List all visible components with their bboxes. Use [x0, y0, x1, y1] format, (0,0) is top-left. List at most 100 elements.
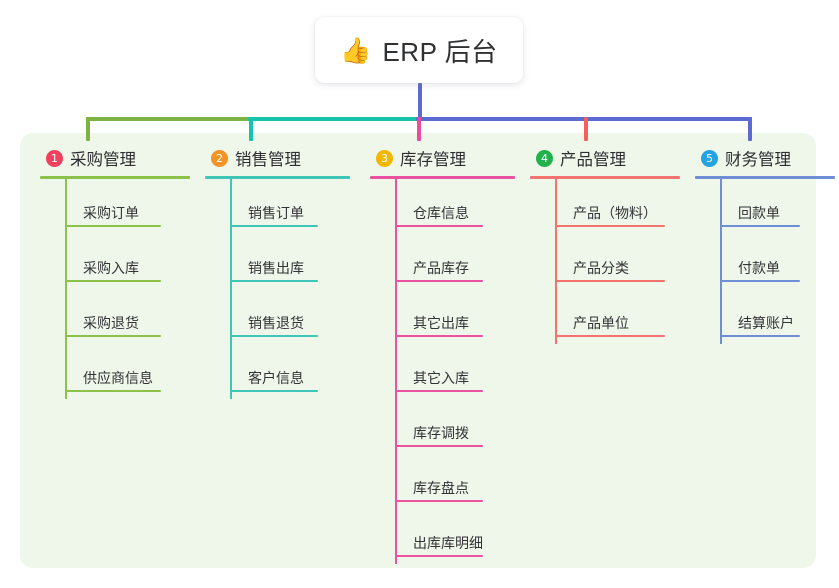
branch-item-underline — [395, 280, 483, 282]
branch-item[interactable]: 销售出库 — [230, 234, 350, 289]
branch-spine-1 — [65, 179, 67, 399]
branch-badge-3: 3 — [376, 149, 393, 167]
branch-item[interactable]: 结算账户 — [720, 289, 835, 344]
diagram-background-panel — [20, 133, 816, 568]
branch-item-underline — [65, 225, 161, 227]
branch-header-3[interactable]: 3 库存管理 — [370, 145, 515, 171]
branch-item-label: 采购订单 — [83, 205, 139, 221]
branch-item-label: 其它入库 — [413, 370, 469, 386]
branch-item-underline — [555, 225, 665, 227]
branch-item-label: 回款单 — [738, 205, 780, 221]
branch-item-label: 采购入库 — [83, 260, 139, 276]
branch-badge-2: 2 — [211, 149, 228, 167]
branch-item-label: 仓库信息 — [413, 205, 469, 221]
connector-drop-5 — [748, 117, 752, 141]
branch-items-3: 仓库信息产品库存其它出库其它入库库存调拨库存盘点出库库明细 — [395, 179, 515, 564]
branch-5[interactable]: 5 财务管理回款单付款单结算账户 — [695, 145, 835, 344]
branch-item-label: 销售退货 — [248, 315, 304, 331]
connector-drop-2 — [249, 117, 253, 141]
branch-spine-5 — [720, 179, 722, 344]
branch-item[interactable]: 供应商信息 — [65, 344, 190, 399]
branch-underline-4 — [530, 176, 680, 179]
branch-item[interactable]: 仓库信息 — [395, 179, 515, 234]
branch-item[interactable]: 其它入库 — [395, 344, 515, 399]
branch-item-underline — [395, 445, 483, 447]
branch-items-4: 产品（物料） 产品分类产品单位 — [555, 179, 680, 344]
branch-item[interactable]: 采购退货 — [65, 289, 190, 344]
branch-title-2: 销售管理 — [235, 151, 301, 169]
thumbs-up-icon: 👍 — [340, 35, 372, 65]
branch-item-label: 结算账户 — [738, 315, 794, 331]
connector-drop-1 — [86, 117, 90, 141]
branch-item[interactable]: 产品（物料） — [555, 179, 680, 234]
branch-items-2: 销售订单销售出库销售退货客户信息 — [230, 179, 350, 399]
branch-item-underline — [395, 335, 483, 337]
branch-item-underline — [230, 335, 318, 337]
branch-title-4: 产品管理 — [560, 151, 626, 169]
branch-item-underline — [555, 335, 665, 337]
branch-item-label: 付款单 — [738, 260, 780, 276]
branch-header-5[interactable]: 5 财务管理 — [695, 145, 835, 171]
branch-header-2[interactable]: 2 销售管理 — [205, 145, 350, 171]
branch-item[interactable]: 销售退货 — [230, 289, 350, 344]
branch-item-label: 库存调拨 — [413, 425, 469, 441]
branch-item-underline — [720, 335, 800, 337]
branch-item-label: 其它出库 — [413, 315, 469, 331]
branch-item-label: 出库库明细 — [413, 535, 483, 551]
branch-item-underline — [555, 280, 665, 282]
branch-item-label: 销售订单 — [248, 205, 304, 221]
branch-underline-5 — [695, 176, 835, 179]
branch-item[interactable]: 采购订单 — [65, 179, 190, 234]
branch-title-5: 财务管理 — [725, 151, 791, 169]
branch-underline-2 — [205, 176, 350, 179]
branch-item[interactable]: 销售订单 — [230, 179, 350, 234]
branch-item[interactable]: 产品分类 — [555, 234, 680, 289]
branch-item[interactable]: 产品单位 — [555, 289, 680, 344]
branch-spine-3 — [395, 179, 397, 564]
branch-item-label: 产品（物料） — [573, 205, 657, 221]
connector-segment-teal — [248, 117, 420, 121]
branch-item-underline — [720, 280, 800, 282]
branch-item[interactable]: 库存盘点 — [395, 454, 515, 509]
root-connector-vertical — [418, 83, 422, 119]
branch-4[interactable]: 4 产品管理产品（物料） 产品分类产品单位 — [530, 145, 680, 344]
branch-item[interactable]: 采购入库 — [65, 234, 190, 289]
branch-item-underline — [230, 280, 318, 282]
branch-item-label: 产品单位 — [573, 315, 629, 331]
branch-item-underline — [395, 390, 483, 392]
branch-item[interactable]: 库存调拨 — [395, 399, 515, 454]
branch-spine-4 — [555, 179, 557, 344]
branch-item[interactable]: 客户信息 — [230, 344, 350, 399]
branch-badge-5: 5 — [701, 149, 718, 167]
branch-item-label: 供应商信息 — [83, 370, 153, 386]
branch-item[interactable]: 产品库存 — [395, 234, 515, 289]
branch-badge-4: 4 — [536, 149, 553, 167]
branch-header-4[interactable]: 4 产品管理 — [530, 145, 680, 171]
branch-item-underline — [65, 390, 161, 392]
branch-item-label: 客户信息 — [248, 370, 304, 386]
branch-item-underline — [720, 225, 800, 227]
branch-item-underline — [395, 500, 483, 502]
branch-item-label: 库存盘点 — [413, 480, 469, 496]
branch-item-label: 销售出库 — [248, 260, 304, 276]
branch-2[interactable]: 2 销售管理销售订单销售出库销售退货客户信息 — [205, 145, 350, 399]
branch-item[interactable]: 付款单 — [720, 234, 835, 289]
connector-segment-green — [86, 117, 252, 121]
branch-title-1: 采购管理 — [70, 151, 136, 169]
branch-item[interactable]: 其它出库 — [395, 289, 515, 344]
branch-item[interactable]: 回款单 — [720, 179, 835, 234]
branch-item[interactable]: 出库库明细 — [395, 509, 515, 564]
root-node-title: ERP 后台 — [382, 36, 498, 67]
branch-item-label: 产品库存 — [413, 260, 469, 276]
branch-underline-1 — [40, 176, 190, 179]
connector-drop-3 — [417, 117, 421, 141]
branch-items-5: 回款单付款单结算账户 — [720, 179, 835, 344]
branch-3[interactable]: 3 库存管理仓库信息产品库存其它出库其它入库库存调拨库存盘点出库库明细 — [370, 145, 515, 564]
branch-item-label: 采购退货 — [83, 315, 139, 331]
branch-title-3: 库存管理 — [400, 151, 466, 169]
branch-item-underline — [65, 280, 161, 282]
root-node[interactable]: 👍 ERP 后台 — [315, 17, 523, 83]
